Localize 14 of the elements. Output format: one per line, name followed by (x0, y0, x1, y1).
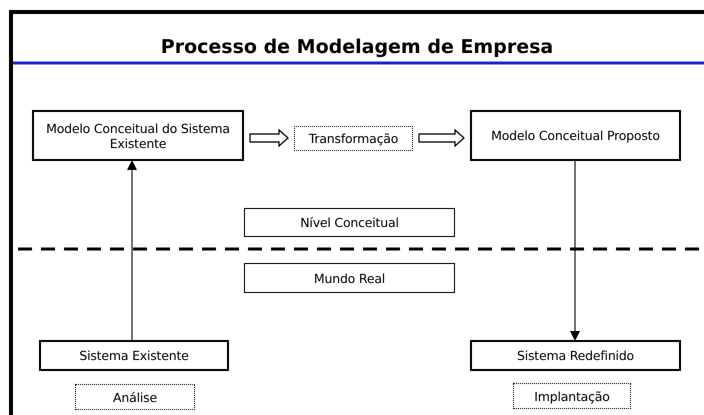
activity-box: Transformação (294, 126, 413, 151)
process-box: Sistema Existente (39, 340, 229, 371)
level-box: Mundo Real (244, 263, 455, 293)
process-box: Sistema Redefinido (470, 340, 681, 371)
block-arrow (418, 128, 465, 148)
arrow (570, 160, 580, 341)
arrow (127, 160, 137, 340)
process-box: Modelo Conceitual Proposto (470, 110, 681, 161)
block-arrow (249, 128, 289, 148)
process-box: Modelo Conceitual do Sistema Existente (32, 110, 244, 161)
title: Processo de Modelagem de Empresa (160, 36, 554, 58)
activity-box: Análise (75, 384, 195, 410)
activity-box: Implantação (513, 383, 631, 409)
level-box: Nível Conceitual (244, 208, 455, 237)
